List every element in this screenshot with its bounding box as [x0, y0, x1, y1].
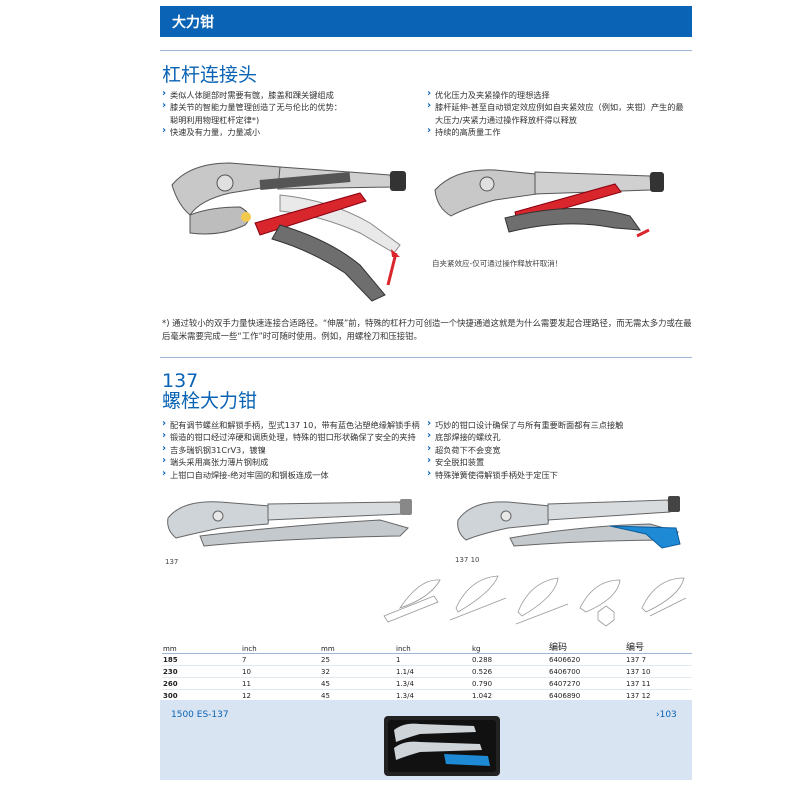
list-item: 底部焊接的螺纹孔: [427, 430, 691, 443]
column-header: inch: [395, 640, 471, 654]
table-cell: 0.288: [471, 653, 548, 666]
section2-number: 137: [162, 370, 199, 392]
list-item: 持续的高质量工作: [427, 125, 691, 138]
table-cell: 25: [320, 653, 395, 666]
list-item: 安全脱扣装置: [427, 455, 691, 468]
column-header: 编码: [548, 640, 625, 654]
table-cell: 260: [162, 677, 241, 690]
list-item: 大压力/夹紧力通过操作释放杆得以释放: [435, 114, 577, 125]
table-cell: 137 10: [625, 665, 692, 678]
footnote: *) 通过较小的双手力量快速连接合适路径。“伸展”前，特殊的杠杆力可创造一个快捷…: [162, 317, 692, 342]
list-item: 超负荷下不会变宽: [427, 443, 691, 456]
table-cell: 0.790: [471, 677, 548, 690]
table-cell: 6406700: [548, 665, 625, 678]
spec-table: mm inch mm inch kg 编码 编号 185 7 25 1 0.28…: [162, 640, 692, 702]
column-header: kg: [471, 640, 548, 654]
section2-title: 螺栓大力钳: [162, 390, 258, 412]
page-number[interactable]: ›103: [656, 710, 677, 720]
footnote-line: *) 通过较小的双手力量快速连接合适路径。“伸展”前，特殊的杠杆力可创造一个快捷…: [162, 318, 692, 328]
list-item: 配有调节螺丝和解锁手柄，型式137 10，带有蓝色沾塑绝缘解锁手柄: [162, 418, 422, 431]
list-item: 膝关节的智能力量管理创造了无与伦比的优势：: [162, 100, 412, 113]
list-item: 特殊弹簧使得解锁手柄处于定压下: [427, 468, 691, 481]
section1-left-bullets: 类似人体腿部时需要有髋，膝盖和踝关键组成 膝关节的智能力量管理创造了无与伦比的优…: [162, 88, 412, 139]
section2-right-bullets: 巧妙的钳口设计确保了与所有重要断面都有三点接触 底部焊接的螺纹孔 超负荷下不会变…: [427, 418, 691, 481]
list-item: 类似人体腿部时需要有髋，膝盖和踝关键组成: [162, 88, 412, 101]
table-cell: 0.526: [471, 665, 548, 678]
column-header: mm: [320, 640, 395, 654]
table-cell: 1: [395, 653, 471, 666]
list-item: 端头采用高张力薄片钢制成: [162, 455, 422, 468]
table-cell: 32: [320, 665, 395, 678]
list-item: 膝杆延伸-甚至自动锁定效应例如自夹紧效应（例如，夹钳）产生的最: [427, 100, 691, 113]
plier-diagram-open: [171, 162, 406, 302]
table-cell: 10: [241, 665, 320, 678]
table-header-row: mm inch mm inch kg 编码 编号: [162, 640, 692, 654]
table-cell: 7: [241, 653, 320, 666]
caption-137: 137: [165, 558, 179, 566]
table-cell: 1.1/4: [395, 665, 471, 678]
product-photo-13710: [457, 496, 681, 549]
table-cell: 6406620: [548, 653, 625, 666]
table-cell: 6407270: [548, 677, 625, 690]
list-item: 优化压力及夹紧操作的理想选择: [427, 88, 691, 101]
plier-diagram-closed: [434, 169, 664, 238]
product-photo-137: [167, 499, 412, 547]
table-cell: 1.3/4: [395, 677, 471, 690]
table-cell: 137 11: [625, 677, 692, 690]
table-row: 260 11 45 1.3/4 0.790 6407270 137 11: [162, 677, 692, 690]
section1-title: 杠杆连接头: [162, 64, 258, 86]
table-row: 185 7 25 1 0.288 6406620 137 7: [162, 653, 692, 666]
table-cell: 11: [241, 677, 320, 690]
column-header: 编号: [625, 640, 692, 654]
list-item: 聪明利用物理杠杆定律*): [170, 114, 260, 125]
divider: [160, 357, 692, 358]
list-item: 锻造的钳口经过淬硬和调质处理，特殊的钳口形状确保了安全的夹持: [162, 430, 422, 443]
column-header: inch: [241, 640, 320, 654]
list-item: 快速及有力量，力量减小: [162, 125, 412, 138]
application-sketches: [383, 575, 687, 627]
caption-13710: 137 10: [455, 556, 480, 564]
table-cell: 137 7: [625, 653, 692, 666]
list-item: 上钳口自动焊接-绝对牢固的和钢板连成一体: [162, 468, 422, 481]
section1-right-bullets: 优化压力及夹紧操作的理想选择 膝杆延伸-甚至自动锁定效应例如自夹紧效应（例如，夹…: [427, 88, 691, 139]
section2-left-bullets: 配有调节螺丝和解锁手柄，型式137 10，带有蓝色沾塑绝缘解锁手柄 锻造的钳口经…: [162, 418, 422, 481]
table-row: 230 10 32 1.1/4 0.526 6406700 137 10: [162, 665, 692, 678]
header-bar: 大力钳: [160, 6, 692, 37]
table-cell: 45: [320, 677, 395, 690]
footnote-line: 后毫米需要完成一些“工作”时可随时使用。例如，用螺栓刀和压接钳。: [162, 330, 422, 341]
header-title: 大力钳: [172, 15, 214, 31]
list-item: 巧妙的钳口设计确保了与所有重要断面都有三点接触: [427, 418, 691, 431]
table-cell: 185: [162, 653, 241, 666]
column-header: mm: [162, 640, 241, 654]
footer-catalog-code: 1500 ES-137: [171, 710, 229, 720]
image-caption: 自夹紧效应-仅可通过操作释放杆取消！: [432, 259, 563, 268]
list-item: 吉多瑞钒钢31CrV3，镀镍: [162, 443, 422, 456]
table-cell: 230: [162, 665, 241, 678]
table-row: 300 12 45 1.3/4 1.042 6406890 137 12: [162, 689, 692, 702]
tool-tray-photo: [384, 716, 500, 776]
divider: [160, 50, 692, 51]
